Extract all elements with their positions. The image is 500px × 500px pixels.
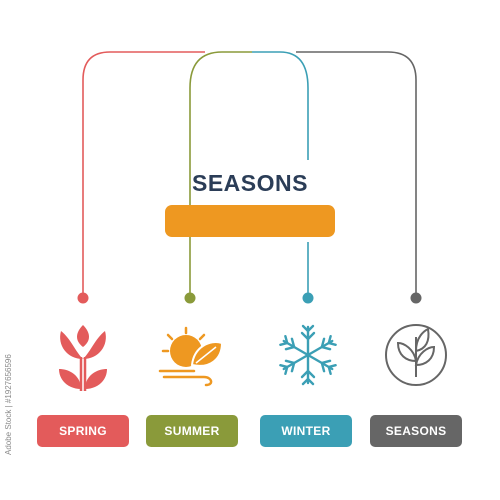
- summer-dot: [184, 292, 196, 304]
- stock-credit: Adobe Stock | #1927656596: [4, 354, 13, 455]
- snowflake-icon: [279, 324, 337, 386]
- winter-label: WINTER: [260, 415, 352, 447]
- spring-dot: [77, 292, 89, 304]
- spring-connector: [82, 51, 205, 297]
- spring-label: SPRING: [37, 415, 129, 447]
- summer-label: SUMMER: [146, 415, 238, 447]
- flower-icon: [59, 325, 107, 391]
- title-underline-bar: [165, 205, 335, 237]
- leaf-circle-icon: [385, 324, 447, 386]
- winter-dot: [302, 292, 314, 304]
- seasons-dot: [410, 292, 422, 304]
- diagram-title: SEASONS: [192, 170, 308, 196]
- winter-connector: [252, 51, 309, 297]
- seasons-connector: [296, 51, 417, 297]
- summer-connector: [189, 51, 252, 297]
- seasons-label: SEASONS: [370, 415, 462, 447]
- sun-leaf-wind-icon: [158, 326, 224, 387]
